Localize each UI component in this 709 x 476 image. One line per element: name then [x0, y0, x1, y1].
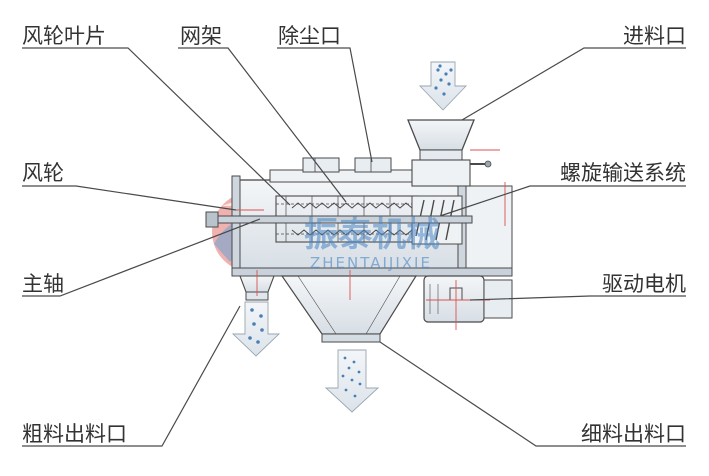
label-coarse-outlet: 粗料出料口 — [22, 422, 127, 446]
coarse-arrow-icon — [231, 301, 281, 357]
label-fine-outlet: 细料出料口 — [581, 422, 686, 446]
label-screw-conveyor: 螺旋输送系统 — [560, 161, 686, 185]
watermark-brand-en: ZHENTAIJIXIE — [310, 254, 432, 272]
fan-blade-icon — [291, 202, 413, 236]
dust-outlet-stubs — [302, 157, 392, 173]
red-center-lines — [236, 149, 506, 330]
fine-arrow-icon — [324, 349, 380, 413]
main-shaft — [205, 211, 473, 228]
label-main-shaft: 主轴 — [22, 272, 64, 296]
label-drive-motor: 驱动电机 — [602, 272, 686, 296]
fine-outlet-cone — [280, 275, 418, 343]
label-dust-outlet: 除尘口 — [278, 24, 341, 48]
feed-arrow-icon — [418, 61, 468, 111]
feed-hopper — [407, 119, 492, 187]
label-fan-blade: 风轮叶片 — [22, 24, 106, 48]
label-fan-wheel: 风轮 — [22, 161, 64, 185]
label-feed-inlet: 进料口 — [623, 24, 686, 48]
watermark-text: 振泰机械 ZHENTAIJIXIE — [304, 215, 440, 272]
leader-lines — [22, 47, 686, 447]
label-screen-frame: 网架 — [180, 24, 222, 48]
watermark-brand-cn: 振泰机械 — [304, 215, 440, 255]
